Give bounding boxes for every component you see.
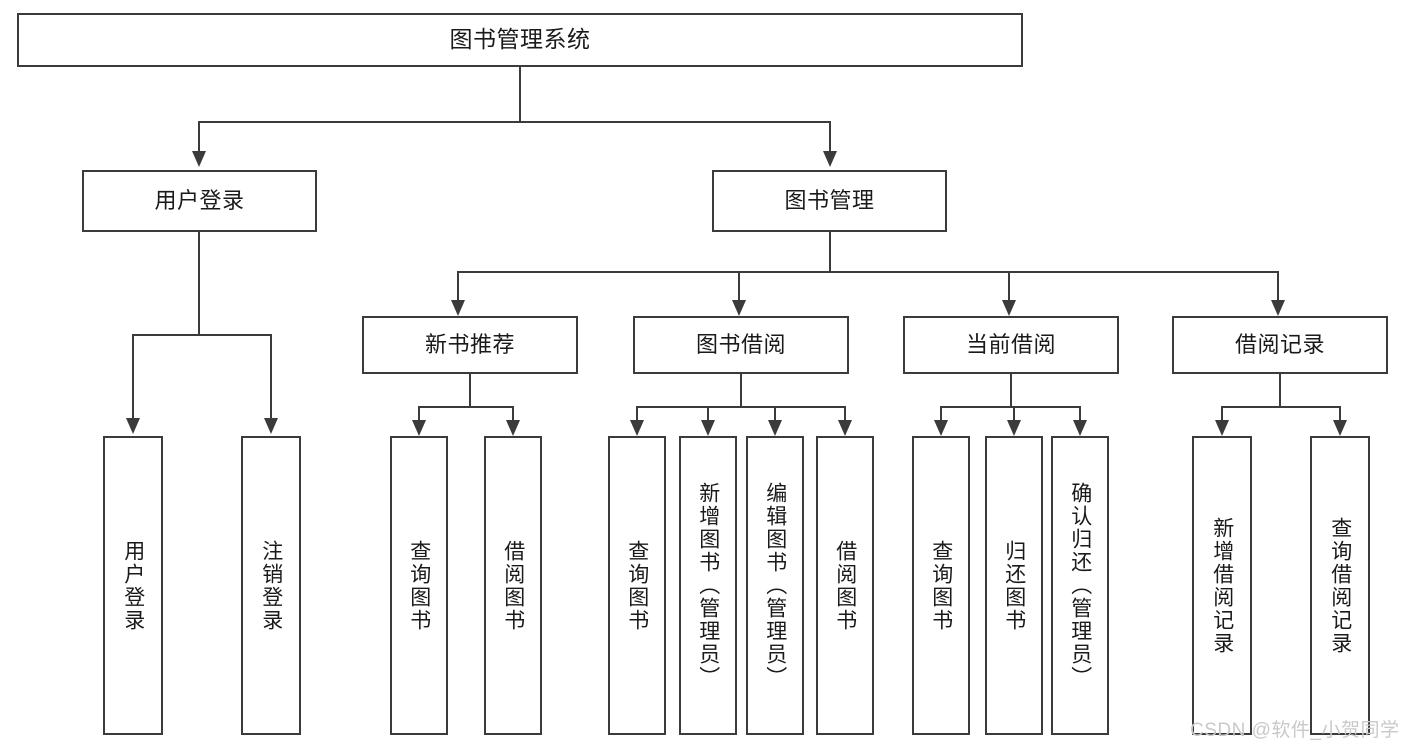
edge-book-borrow-stem [740, 374, 742, 407]
node-user-login[interactable]: 用户登录 [82, 170, 317, 232]
node-leaf-borrow-book-2[interactable]: 借阅图书 [816, 436, 874, 735]
arrow-to-leaf-return-book [1007, 420, 1021, 436]
node-leaf-edit-book-label: 编辑图书（管理员） [763, 482, 787, 689]
node-leaf-user-login[interactable]: 用户登录 [103, 436, 163, 735]
node-leaf-query-book-3[interactable]: 查询图书 [912, 436, 970, 735]
node-leaf-logout[interactable]: 注销登录 [241, 436, 301, 735]
edge-user-login-drop-1 [132, 334, 134, 418]
edge-book-manage-drop-1 [457, 271, 459, 300]
node-root[interactable]: 图书管理系统 [17, 13, 1023, 67]
node-leaf-query-record-label: 查询借阅记录 [1328, 516, 1352, 655]
edge-current-borrow-stem [1010, 374, 1012, 407]
edge-current-borrow-drop-2 [1013, 406, 1015, 420]
edge-new-book-rec-drop-1 [418, 406, 420, 420]
edge-borrow-record-drop-2 [1339, 406, 1341, 420]
arrow-to-leaf-query-record [1333, 420, 1347, 436]
node-leaf-add-book[interactable]: 新增图书（管理员） [679, 436, 737, 735]
node-leaf-return-book-label: 归还图书 [1002, 539, 1026, 632]
arrow-to-borrow-record [1271, 300, 1285, 316]
node-leaf-return-book[interactable]: 归还图书 [985, 436, 1043, 735]
arrow-to-leaf-logout [264, 418, 278, 434]
node-leaf-query-record[interactable]: 查询借阅记录 [1310, 436, 1370, 735]
node-book-borrow-label: 图书借阅 [695, 332, 786, 358]
edge-borrow-record-drop-1 [1221, 406, 1223, 420]
node-root-label: 图书管理系统 [449, 26, 591, 53]
arrow-to-leaf-confirm-return [1073, 420, 1087, 436]
edge-book-borrow-bus [636, 406, 845, 408]
node-book-manage-label: 图书管理 [784, 188, 875, 214]
edge-user-login-stem [198, 232, 200, 335]
edge-borrow-record-stem [1279, 374, 1281, 407]
arrow-to-leaf-edit-book [768, 420, 782, 436]
node-leaf-confirm-return[interactable]: 确认归还（管理员） [1051, 436, 1109, 735]
node-leaf-query-book-2-label: 查询图书 [625, 539, 649, 632]
edge-borrow-record-bus [1221, 406, 1341, 408]
edge-new-book-rec-stem [469, 374, 471, 407]
edge-book-borrow-drop-4 [844, 406, 846, 420]
arrow-to-leaf-borrow-book-1 [506, 420, 520, 436]
node-leaf-query-book-1-label: 查询图书 [407, 539, 431, 632]
edge-root-bus [198, 121, 830, 123]
node-book-borrow[interactable]: 图书借阅 [633, 316, 849, 374]
node-leaf-user-login-label: 用户登录 [121, 539, 145, 632]
edge-book-manage-drop-3 [1008, 271, 1010, 300]
node-leaf-add-record[interactable]: 新增借阅记录 [1192, 436, 1252, 735]
edge-new-book-rec-bus [418, 406, 513, 408]
node-leaf-borrow-book-2-label: 借阅图书 [833, 539, 857, 632]
arrow-to-leaf-borrow-book-2 [838, 420, 852, 436]
node-borrow-record[interactable]: 借阅记录 [1172, 316, 1388, 374]
node-leaf-add-record-label: 新增借阅记录 [1210, 516, 1234, 655]
edge-current-borrow-drop-1 [940, 406, 942, 420]
arrow-to-book-manage [823, 151, 837, 167]
arrow-to-book-borrow [732, 300, 746, 316]
arrow-to-leaf-query-book-3 [934, 420, 948, 436]
edge-book-manage-drop-4 [1277, 271, 1279, 300]
node-new-book-rec-label: 新书推荐 [424, 332, 515, 358]
node-borrow-record-label: 借阅记录 [1234, 332, 1325, 358]
arrow-to-leaf-user-login [126, 418, 140, 434]
node-leaf-confirm-return-label: 确认归还（管理员） [1068, 482, 1092, 689]
arrow-to-leaf-query-book-1 [412, 420, 426, 436]
node-leaf-logout-label: 注销登录 [259, 539, 283, 632]
node-leaf-query-book-1[interactable]: 查询图书 [390, 436, 448, 735]
node-leaf-query-book-2[interactable]: 查询图书 [608, 436, 666, 735]
edge-book-manage-drop-2 [738, 271, 740, 300]
edge-root-drop-left [198, 121, 200, 151]
csdn-watermark: CSDN @软件_小贺同学 [1190, 720, 1400, 741]
arrow-to-user-login [192, 151, 206, 167]
edge-book-borrow-drop-1 [636, 406, 638, 420]
node-leaf-borrow-book-1[interactable]: 借阅图书 [484, 436, 542, 735]
edge-book-borrow-drop-3 [774, 406, 776, 420]
node-leaf-add-book-label: 新增图书（管理员） [696, 482, 720, 689]
edge-book-manage-stem [829, 232, 831, 272]
arrow-to-leaf-add-record [1215, 420, 1229, 436]
node-current-borrow-label: 当前借阅 [965, 332, 1056, 358]
node-leaf-edit-book[interactable]: 编辑图书（管理员） [746, 436, 804, 735]
arrow-to-current-borrow [1002, 300, 1016, 316]
edge-root-stem [519, 67, 521, 122]
arrow-to-leaf-add-book [701, 420, 715, 436]
node-leaf-borrow-book-1-label: 借阅图书 [501, 539, 525, 632]
edge-user-login-drop-2 [270, 334, 272, 418]
arrow-to-leaf-query-book-2 [630, 420, 644, 436]
edge-book-borrow-drop-2 [707, 406, 709, 420]
edge-current-borrow-drop-3 [1079, 406, 1081, 420]
edge-current-borrow-bus [940, 406, 1079, 408]
node-current-borrow[interactable]: 当前借阅 [903, 316, 1119, 374]
edge-new-book-rec-drop-2 [512, 406, 514, 420]
edge-user-login-bus [132, 334, 270, 336]
edge-book-manage-bus [457, 271, 1279, 273]
node-book-manage[interactable]: 图书管理 [712, 170, 947, 232]
node-leaf-query-book-3-label: 查询图书 [929, 539, 953, 632]
edge-root-drop-right [829, 121, 831, 151]
node-new-book-rec[interactable]: 新书推荐 [362, 316, 578, 374]
node-user-login-label: 用户登录 [154, 188, 245, 214]
arrow-to-new-book-rec [451, 300, 465, 316]
